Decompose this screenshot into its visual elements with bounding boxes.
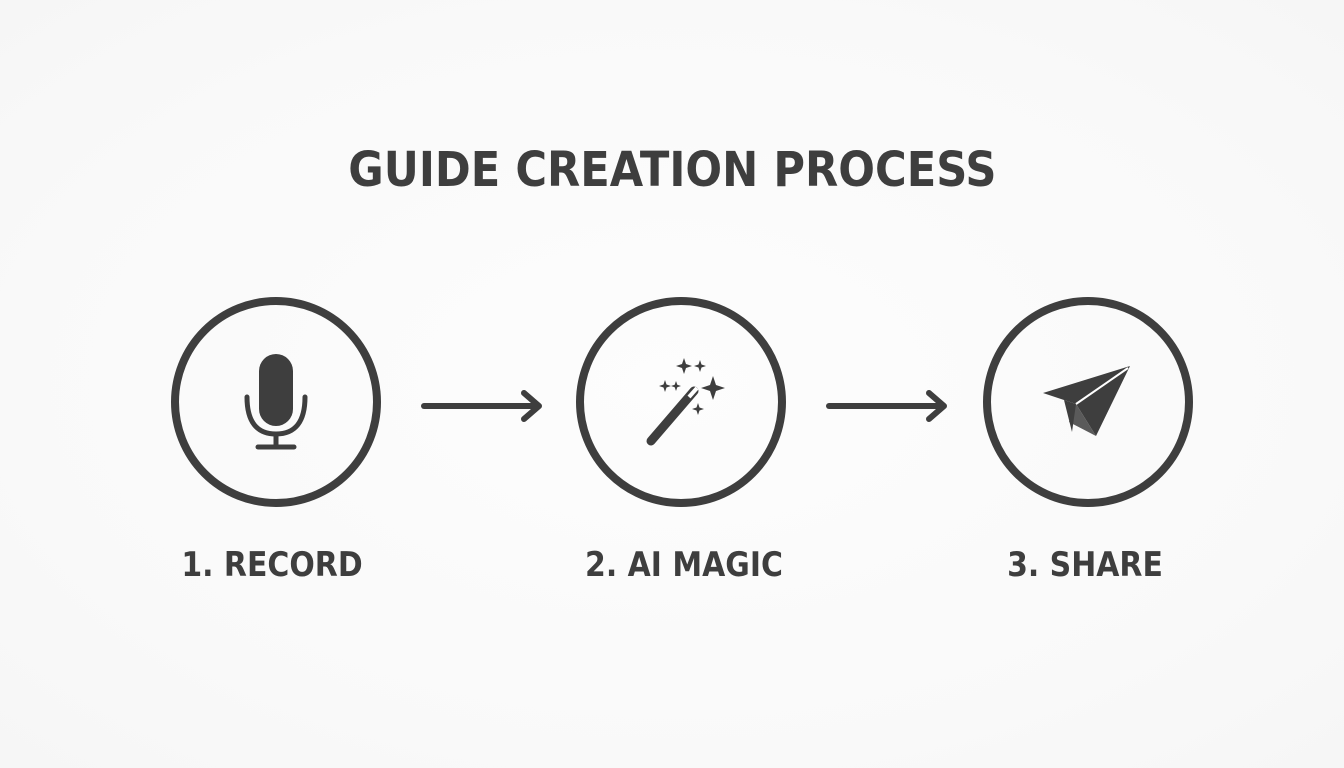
sparkle-icon [692,403,704,415]
step-1-label: 1. RECORD [181,545,363,585]
page-title: GUIDE CREATION PROCESS [348,142,997,198]
sparkle-icon [676,358,692,374]
step-3-label: 3. SHARE [1007,545,1163,585]
step-1-circle [171,297,381,507]
arrow-right-icon [826,390,947,422]
step-2-circle [576,297,786,507]
paper-plane-icon [1043,366,1130,436]
step-2-label: 2. AI MAGIC [585,545,783,585]
sparkle-icon [701,376,725,400]
step-3-circle [983,297,1193,507]
arrow-right-icon [421,390,542,422]
sparkle-icon [671,381,681,391]
microphone-icon [244,354,308,450]
sparkle-icon [694,360,706,372]
magic-wand-icon [646,358,725,446]
sparkle-icon [659,380,671,392]
